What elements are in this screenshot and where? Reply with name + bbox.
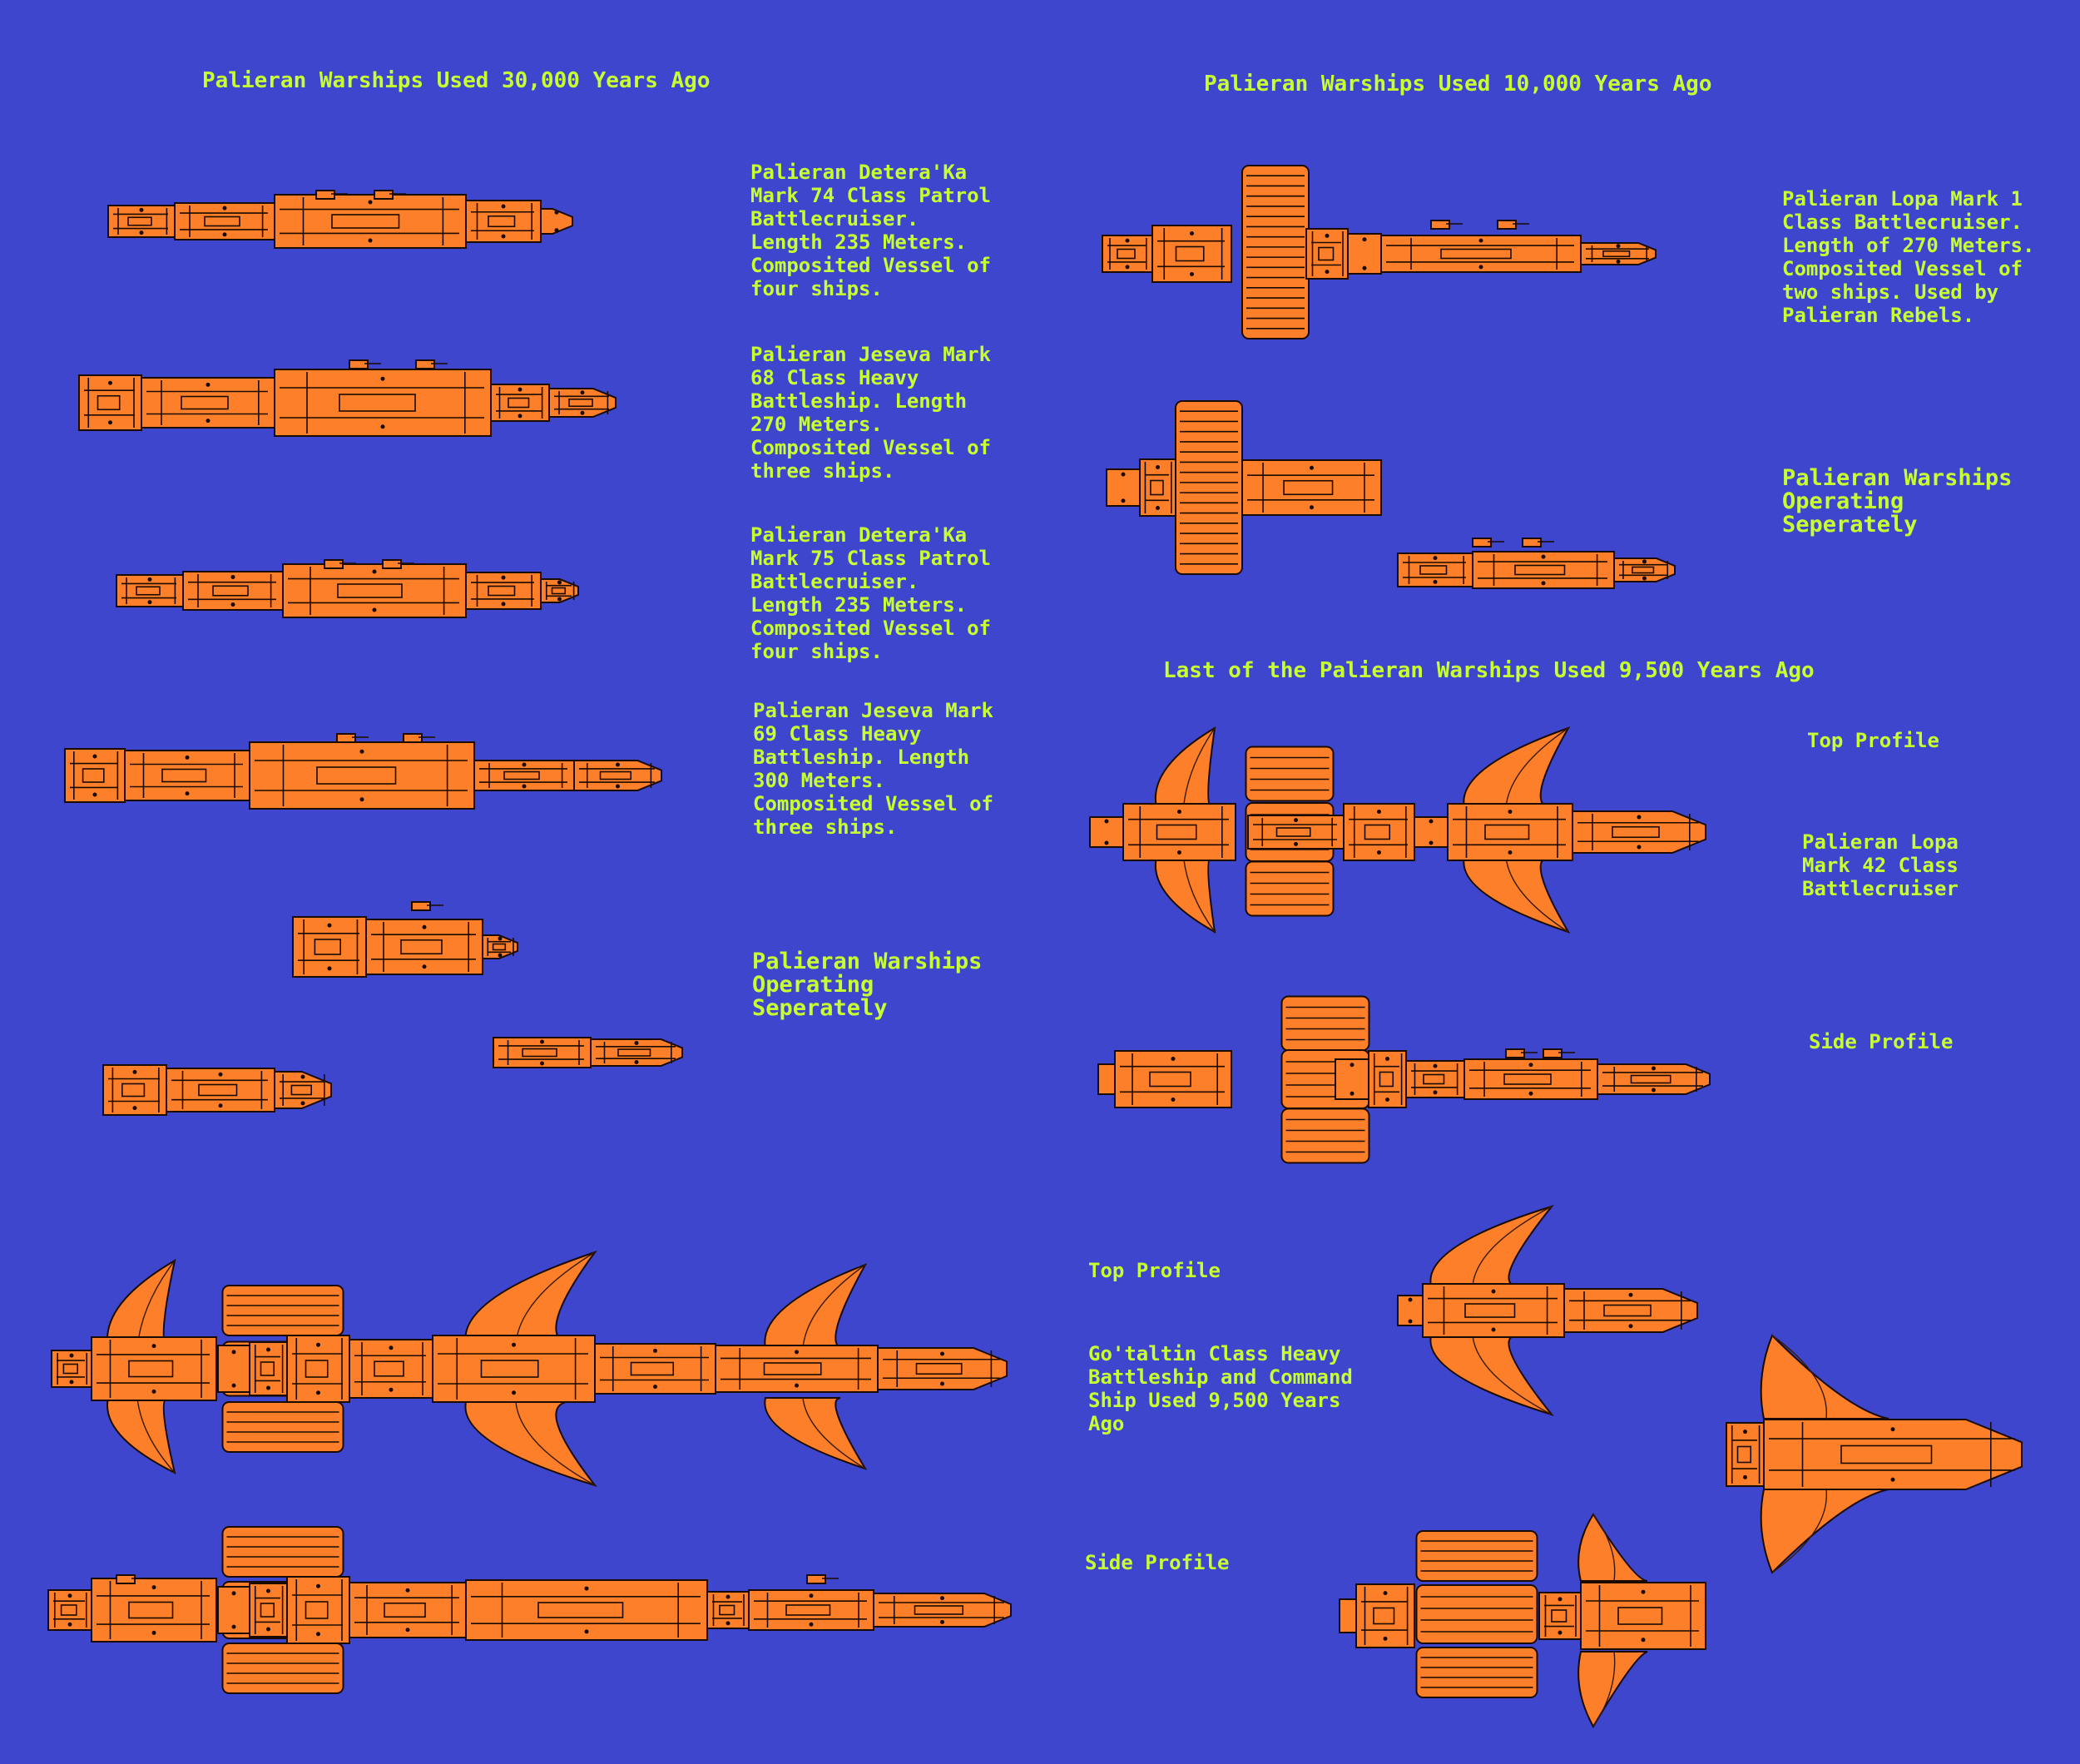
gotaltin-sep-b-hull bbox=[1726, 1419, 2023, 1490]
side-profile-label-right: Side Profile bbox=[1809, 1030, 1954, 1053]
gotaltin-top-radiator-1 bbox=[221, 1285, 344, 1336]
lopa42-top-hull bbox=[1089, 803, 1706, 861]
gotaltin-label: Go'taltin Class Heavy Battleship and Com… bbox=[1088, 1342, 1353, 1435]
separate-ship-c bbox=[102, 1064, 332, 1116]
gotaltin-side-radiator-3 bbox=[221, 1643, 344, 1694]
jeseva-mark-69-ship bbox=[64, 733, 662, 810]
lopa42-top-radiator-1 bbox=[1245, 746, 1335, 802]
lopa-split-ship-b bbox=[1397, 538, 1676, 589]
section-title-10000: Palieran Warships Used 10,000 Years Ago bbox=[1204, 72, 1712, 97]
lopa42-top-wing-front-down bbox=[1154, 856, 1216, 934]
lopa42-top-wing-rear-up bbox=[1463, 726, 1571, 808]
gotaltin-sep-c-radiator-3 bbox=[1415, 1647, 1538, 1698]
gotaltin-sep-c-wing-up bbox=[1577, 1513, 1648, 1582]
jeseva-mark-68-ship bbox=[78, 359, 617, 437]
lopa-mark-1-radiator bbox=[1241, 165, 1310, 339]
gotaltin-top-wing-front-up bbox=[106, 1258, 176, 1349]
detera-ka-mark-74-label: Palieran Detera'Ka Mark 74 Class Patrol … bbox=[750, 161, 991, 300]
side-profile-label-bottom: Side Profile bbox=[1085, 1551, 1230, 1574]
gotaltin-sep-a-wing-down bbox=[1429, 1335, 1554, 1416]
lopa42-top-wing-rear-down bbox=[1463, 856, 1571, 934]
separate-ship-b bbox=[493, 1037, 683, 1068]
gotaltin-top-wing-front-down bbox=[106, 1397, 176, 1474]
gotaltin-sep-c-radiator-1 bbox=[1415, 1530, 1538, 1582]
gotaltin-top-wing-rear-up bbox=[764, 1263, 868, 1349]
gotaltin-sep-a-hull bbox=[1397, 1283, 1698, 1338]
gotaltin-side-hull bbox=[47, 1574, 1012, 1644]
lopa42-top-wing-front-up bbox=[1154, 726, 1216, 808]
operating-separately-left-label: Palieran Warships Operating Seperately bbox=[752, 949, 983, 1021]
detera-ka-mark-75-ship bbox=[116, 559, 579, 618]
jeseva-mark-68-label: Palieran Jeseva Mark 68 Class Heavy Batt… bbox=[750, 343, 991, 483]
gotaltin-sep-c-wing-down bbox=[1577, 1651, 1648, 1729]
lopa-mark-1-hull bbox=[1102, 220, 1657, 283]
detera-ka-mark-75-label: Palieran Detera'Ka Mark 75 Class Patrol … bbox=[750, 523, 991, 663]
gotaltin-sep-b-wing-down bbox=[1760, 1489, 1889, 1574]
gotaltin-sep-c-hull bbox=[1339, 1582, 1706, 1650]
detera-ka-mark-74-ship bbox=[107, 190, 573, 249]
lopa42-side-radiator-3 bbox=[1280, 1107, 1370, 1164]
separate-ship-a bbox=[292, 901, 518, 978]
jeseva-mark-69-label: Palieran Jeseva Mark 69 Class Heavy Batt… bbox=[753, 699, 993, 839]
section-title-9500: Last of the Palieran Warships Used 9,500… bbox=[1163, 658, 1815, 683]
gotaltin-top-wing-mid-down bbox=[464, 1401, 597, 1487]
top-profile-label-bottom: Top Profile bbox=[1088, 1259, 1221, 1282]
gotaltin-top-wing-mid-up bbox=[464, 1251, 597, 1345]
gotaltin-sep-c-radiator-2 bbox=[1415, 1584, 1538, 1644]
top-profile-label-right: Top Profile bbox=[1807, 729, 1939, 752]
section-title-30000: Palieran Warships Used 30,000 Years Ago bbox=[202, 68, 711, 93]
gotaltin-side-radiator-1 bbox=[221, 1526, 344, 1578]
gotaltin-top-radiator-3 bbox=[221, 1401, 344, 1453]
gotaltin-top-hull bbox=[51, 1335, 1008, 1403]
lopa-mark-42-label: Palieran Lopa Mark 42 Class Battlecruise… bbox=[1802, 830, 1959, 900]
lopa-split-ship-a bbox=[1106, 458, 1382, 517]
lopa42-side-hull bbox=[1097, 1048, 1711, 1108]
lopa42-top-radiator-3 bbox=[1245, 860, 1335, 917]
gotaltin-sep-b-wing-up bbox=[1760, 1334, 1889, 1420]
gotaltin-top-wing-rear-down bbox=[764, 1397, 868, 1470]
gotaltin-sep-a-wing-up bbox=[1429, 1205, 1554, 1286]
operating-separately-right-label: Palieran Warships Operating Seperately bbox=[1782, 465, 2013, 538]
lopa-mark-1-label: Palieran Lopa Mark 1 Class Battlecruiser… bbox=[1782, 187, 2035, 327]
lopa42-side-radiator-1 bbox=[1280, 995, 1370, 1052]
lopa-split-radiator bbox=[1175, 400, 1243, 575]
